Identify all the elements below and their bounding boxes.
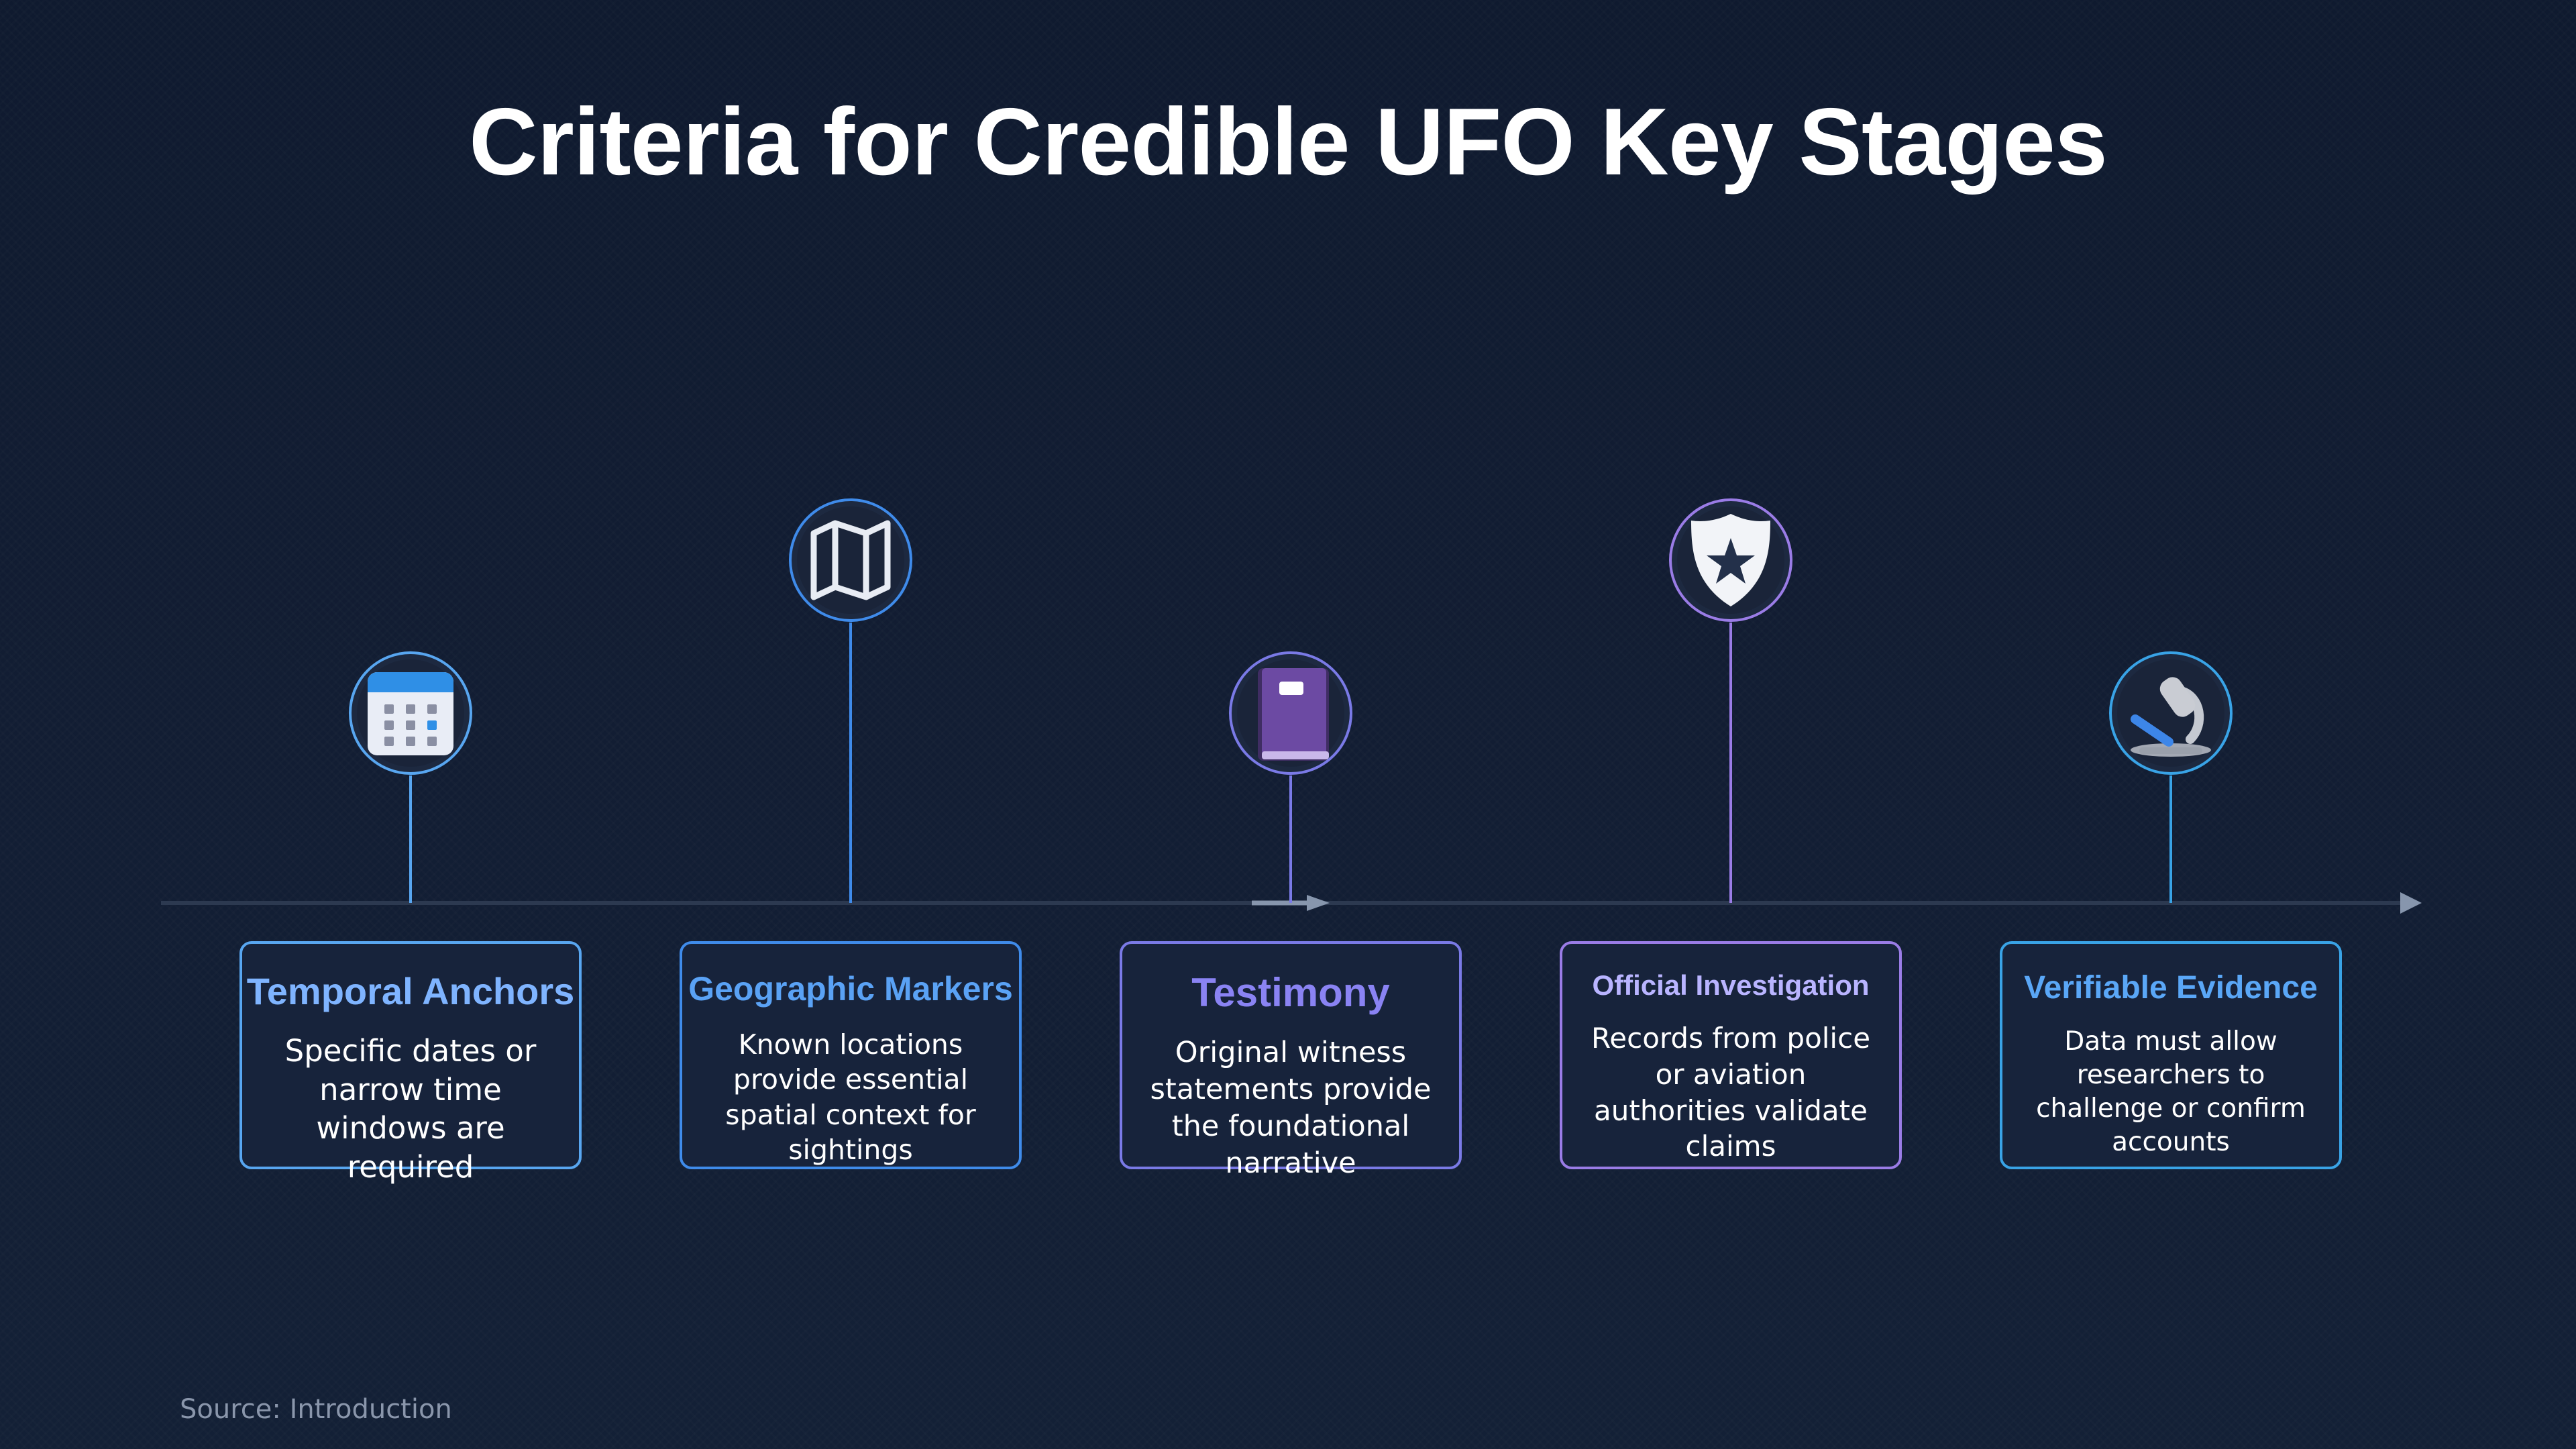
timeline-end-arrow xyxy=(2400,892,2422,914)
map-icon xyxy=(789,498,912,622)
source-note: Source: Introduction xyxy=(180,1394,452,1425)
midpoint-arrow-head xyxy=(1307,895,1330,911)
stage-description: Original witness statements provide the … xyxy=(1150,1036,1432,1181)
stage-description: Data must allow researchers to challenge… xyxy=(2036,1026,2306,1157)
stage-description: Specific dates or narrow time windows ar… xyxy=(284,1033,537,1185)
stage-title: Geographic Markers xyxy=(688,970,1013,1008)
stage-title: Verifiable Evidence xyxy=(2024,970,2318,1006)
page-title: Criteria for Credible UFO Key Stages xyxy=(469,89,2108,195)
police-badge-icon xyxy=(1669,498,1792,622)
stage-description: Records from police or aviation authorit… xyxy=(1591,1022,1871,1163)
stage-icon-badge xyxy=(1667,496,1794,624)
stage-title: Testimony xyxy=(1191,970,1390,1015)
microscope-icon xyxy=(2109,651,2233,775)
stage-title: Temporal Anchors xyxy=(246,970,575,1012)
stage-icon-badge xyxy=(2107,649,2235,777)
stage-icon-badge xyxy=(1227,649,1354,777)
calendar-icon xyxy=(349,651,472,775)
stage-icon-badge xyxy=(347,649,474,777)
stage-description: Known locations provide essential spatia… xyxy=(725,1028,976,1167)
stage-icon-badge xyxy=(787,496,914,624)
stage-title: Official Investigation xyxy=(1592,969,1870,1001)
book-icon xyxy=(1229,651,1352,775)
